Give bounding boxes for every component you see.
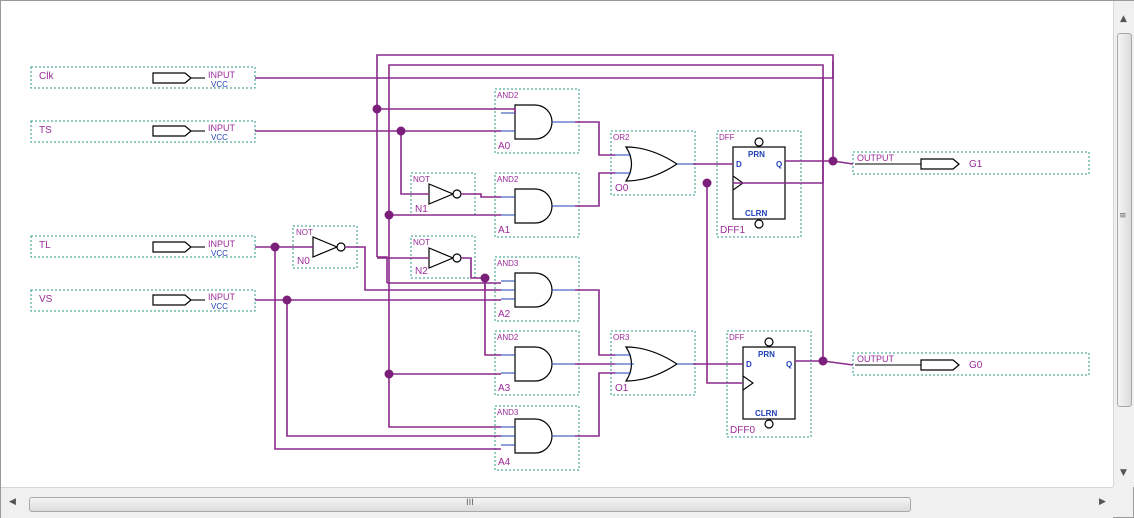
dff-prn-label: PRN [748,150,765,159]
input-name: TL [39,240,51,251]
output-name: G0 [969,360,983,371]
gate-instance-label: A0 [498,141,511,152]
output-type-label: OUTPUT [857,153,895,163]
input-vcc-label: VCC [211,249,228,258]
input-type-label: INPUT [208,239,236,249]
gate-instance-label: A1 [498,225,511,236]
gate-instance-label: A3 [498,383,511,394]
gate-instance-label: N2 [415,266,428,277]
scroll-up-icon[interactable]: ▲ [1120,14,1127,24]
gate-type-label: NOT [296,228,313,237]
input-pin-vs[interactable]: VS INPUT VCC [30,289,256,312]
dff-prn-label: PRN [758,350,775,359]
gate-type-label: AND2 [497,333,519,342]
input-vcc-label: VCC [211,302,228,311]
and-gate-a3[interactable]: AND2 A3 [494,330,580,396]
gate-instance-label: A2 [498,309,511,320]
gate-type-label: NOT [413,175,430,184]
wire-net [255,54,854,450]
output-pin-g1[interactable]: OUTPUT G1 [852,151,1090,175]
gate-type-label: AND2 [497,175,519,184]
scroll-right-icon[interactable]: ▶ [1099,497,1106,507]
grip-icon: III [466,498,474,508]
dff-d-label: D [736,160,742,169]
scroll-left-icon[interactable]: ◀ [9,497,16,507]
dff-q-label: Q [786,360,792,369]
gate-type-label: AND2 [497,91,519,100]
dff-clrn-label: CLRN [745,209,767,218]
input-vcc-label: VCC [211,133,228,142]
vertical-scrollbar[interactable]: ▲ ≡ ▼ [1113,1,1134,487]
dff-clrn-label: CLRN [755,409,777,418]
output-name: G1 [969,159,983,170]
input-name: TS [39,125,52,136]
gate-type-label: NOT [413,238,430,247]
gate-type-label: AND3 [497,408,519,417]
input-name: Clk [39,71,54,82]
schematic-canvas[interactable]: Clk INPUT VCC TS INPUT VCC TL INPUT VCC … [1,1,1113,487]
gate-instance-label: A4 [498,457,511,468]
input-vcc-label: VCC [211,80,228,89]
output-pin-g0[interactable]: OUTPUT G0 [852,352,1090,376]
gate-instance-label: DFF1 [720,225,745,236]
input-pin-clk[interactable]: Clk INPUT VCC [30,66,256,89]
input-type-label: INPUT [208,292,236,302]
grip-icon: ≡ [1119,211,1127,221]
and-gate-a1[interactable]: AND2 A1 [494,172,580,238]
dff-q-label: Q [776,160,782,169]
gate-type-label: OR2 [613,133,630,142]
input-type-label: INPUT [208,123,236,133]
dff-dff1[interactable]: DFF PRN D Q CLRN DFF1 [716,130,802,238]
gate-instance-label: N0 [297,256,310,267]
horizontal-scroll-thumb[interactable]: III [29,497,911,512]
scroll-down-icon[interactable]: ▼ [1120,468,1127,478]
gate-instance-label: DFF0 [730,425,755,436]
not-gate-n2[interactable]: NOT N2 [410,235,476,279]
or-gate-o1[interactable]: OR3 O1 [610,330,696,396]
scrollbar-corner [1113,487,1133,517]
horizontal-scrollbar[interactable]: ◀ III ▶ [1,487,1113,518]
vertical-scroll-thumb[interactable]: ≡ [1117,33,1132,407]
and-gate-a2[interactable]: AND3 A2 [494,256,580,322]
gate-type-label: DFF [719,133,735,142]
gate-type-label: DFF [729,333,745,342]
or-gate-o0[interactable]: OR2 O0 [610,130,696,196]
and-gate-a4[interactable]: AND3 A4 [494,405,580,471]
dff-d-label: D [746,360,752,369]
gate-instance-label: N1 [415,204,428,215]
input-pin-ts[interactable]: TS INPUT VCC [30,120,256,143]
gate-type-label: AND3 [497,259,519,268]
input-pin-tl[interactable]: TL INPUT VCC [30,235,256,258]
input-type-label: INPUT [208,70,236,80]
and-gate-a0[interactable]: AND2 A0 [494,88,580,154]
dff-dff0[interactable]: DFF PRN D Q CLRN DFF0 [726,330,812,438]
gate-instance-label: O0 [615,183,629,194]
gate-instance-label: O1 [615,383,629,394]
output-type-label: OUTPUT [857,354,895,364]
input-name: VS [39,294,53,305]
gate-type-label: OR3 [613,333,630,342]
